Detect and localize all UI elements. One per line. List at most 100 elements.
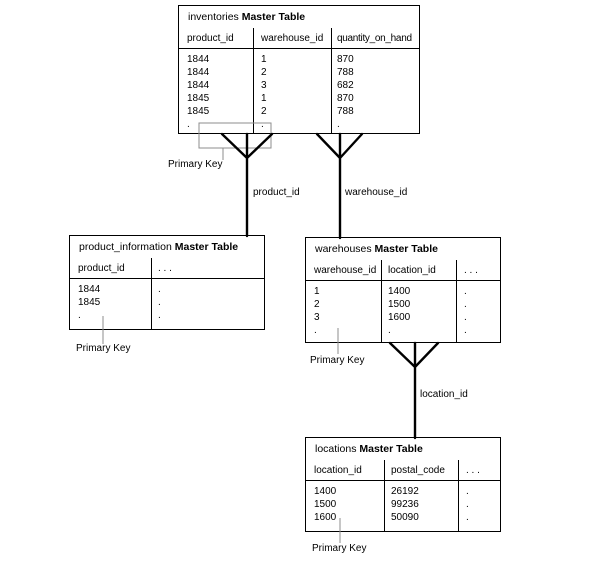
table-body: 1844 . 1845 . . . xyxy=(70,283,264,322)
cell: 1844 xyxy=(187,67,210,78)
column-header: quantity_on_hand xyxy=(337,33,412,44)
column-header: location_id xyxy=(314,465,362,476)
cell: 26192 xyxy=(391,486,419,497)
cell: . xyxy=(466,512,469,523)
table-row: 1500 99236 . xyxy=(306,498,500,511)
cell: . xyxy=(466,499,469,510)
table-warehouses: warehouses Master Table warehouse_id loc… xyxy=(305,237,501,343)
header-rule xyxy=(179,48,419,49)
column-divider xyxy=(458,460,459,531)
table-body: 1844 1 870 1844 2 788 1844 3 682 1845 1 … xyxy=(179,53,419,131)
column-divider xyxy=(456,260,457,342)
cell: 1844 xyxy=(78,284,101,295)
cell: . xyxy=(464,325,467,336)
table-name: locations xyxy=(315,443,357,455)
column-divider xyxy=(381,260,382,342)
table-title: warehouses Master Table xyxy=(315,243,438,255)
table-row: 3 1600 . xyxy=(306,311,500,324)
column-headers: product_id warehouse_id quantity_on_hand xyxy=(179,32,419,45)
cell: 1844 xyxy=(187,54,210,65)
cell: 1600 xyxy=(314,512,337,523)
column-headers: location_id postal_code . . . xyxy=(306,464,500,477)
column-headers: product_id . . . xyxy=(70,262,264,275)
cell: . xyxy=(466,486,469,497)
header-rule xyxy=(306,480,500,481)
cell: 788 xyxy=(337,106,354,117)
table-product-information: product_information Master Table product… xyxy=(69,235,265,330)
cell: . xyxy=(261,119,264,130)
cell: . xyxy=(388,325,391,336)
cell: 99236 xyxy=(391,499,419,510)
column-header: product_id xyxy=(78,263,125,274)
cell: . xyxy=(187,119,190,130)
edge-label-location-id: location_id xyxy=(420,389,468,400)
cell: 788 xyxy=(337,67,354,78)
edge-label-warehouse-id: warehouse_id xyxy=(345,187,408,198)
column-header: warehouse_id xyxy=(261,33,324,44)
table-row: 1844 2 788 xyxy=(179,66,419,79)
table-row: 2 1500 . xyxy=(306,298,500,311)
cell: . xyxy=(158,297,161,308)
cell: 2 xyxy=(261,67,267,78)
crowfoot-connector-warehouse-id xyxy=(315,132,364,240)
cell: . xyxy=(78,310,81,321)
cell: . xyxy=(158,284,161,295)
cell: 1400 xyxy=(388,286,411,297)
crowfoot-connector-product-id xyxy=(220,132,274,238)
column-header: . . . xyxy=(158,263,172,274)
primary-key-label: Primary Key xyxy=(310,355,365,366)
primary-key-label: Primary Key xyxy=(168,159,223,170)
table-title-suffix: Master Table xyxy=(374,243,438,255)
table-title-suffix: Master Table xyxy=(174,241,239,253)
primary-key-label: Primary Key xyxy=(312,543,367,554)
table-title-suffix: Master Table xyxy=(359,443,423,455)
table-row: 1844 . xyxy=(70,283,264,296)
cell: 682 xyxy=(337,80,354,91)
column-divider xyxy=(384,460,385,531)
cell: 2 xyxy=(261,106,267,117)
primary-key-label: Primary Key xyxy=(76,343,131,354)
table-row-ellipsis: . . xyxy=(70,309,264,322)
cell: 870 xyxy=(337,54,354,65)
table-title-suffix: Master Table xyxy=(241,11,306,23)
table-body: 1400 26192 . 1500 99236 . 1600 50090 . xyxy=(306,485,500,524)
cell: 1845 xyxy=(187,93,210,104)
table-body: 1 1400 . 2 1500 . 3 1600 . . . . xyxy=(306,285,500,337)
cell: 1600 xyxy=(388,312,411,323)
cell: 870 xyxy=(337,93,354,104)
column-headers: warehouse_id location_id . . . xyxy=(306,264,500,277)
column-header: . . . xyxy=(466,465,480,476)
column-header: . . . xyxy=(464,265,478,276)
cell: 1500 xyxy=(388,299,411,310)
cell: . xyxy=(337,119,340,130)
table-name: product_information xyxy=(79,241,172,253)
cell: 1845 xyxy=(78,297,101,308)
cell: 2 xyxy=(314,299,320,310)
table-row: 1400 26192 . xyxy=(306,485,500,498)
table-title: product_information Master Table xyxy=(79,241,238,253)
table-row: 1600 50090 . xyxy=(306,511,500,524)
cell: 1500 xyxy=(314,499,337,510)
header-rule xyxy=(306,280,500,281)
cell: . xyxy=(464,299,467,310)
cell: 3 xyxy=(314,312,320,323)
table-row: 1845 1 870 xyxy=(179,92,419,105)
table-row: 1 1400 . xyxy=(306,285,500,298)
table-name: inventories xyxy=(188,11,239,23)
cell: 1 xyxy=(261,93,267,104)
cell: 50090 xyxy=(391,512,419,523)
table-title: inventories Master Table xyxy=(188,11,305,23)
table-name: warehouses xyxy=(315,243,372,255)
cell: 1 xyxy=(314,286,320,297)
header-rule xyxy=(70,278,264,279)
table-row-ellipsis: . . . xyxy=(179,118,419,131)
column-divider xyxy=(151,258,152,329)
table-row-ellipsis: . . . xyxy=(306,324,500,337)
column-header: product_id xyxy=(187,33,234,44)
table-inventories: inventories Master Table product_id ware… xyxy=(178,5,420,134)
cell: . xyxy=(464,286,467,297)
table-row: 1844 3 682 xyxy=(179,79,419,92)
column-header: warehouse_id xyxy=(314,265,377,276)
cell: 1400 xyxy=(314,486,337,497)
